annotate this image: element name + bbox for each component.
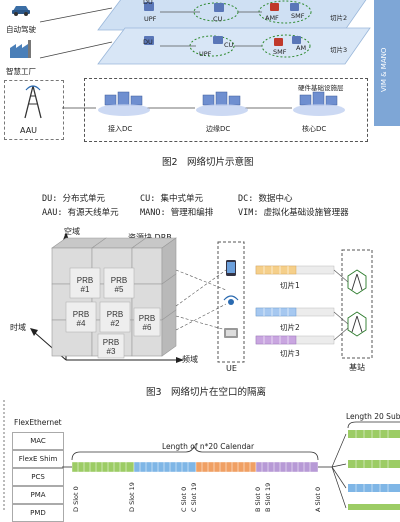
vim-mano-bar bbox=[374, 0, 400, 126]
edge-dc-label: 边缘DC bbox=[206, 125, 231, 133]
aau-label: AAU bbox=[20, 126, 38, 135]
aau-tower-icon bbox=[20, 84, 46, 120]
top-cu-label: CU bbox=[213, 15, 223, 23]
slice-layers bbox=[97, 0, 371, 65]
stack-mac: MAC bbox=[12, 432, 64, 450]
slice3-label-fig3: 切片3 bbox=[280, 349, 300, 358]
ue-label: UE bbox=[226, 364, 237, 373]
slot-c0: C Slot 0 bbox=[180, 486, 188, 512]
slot-b0: B Slot 0 bbox=[254, 486, 262, 512]
top-du-label: DU bbox=[143, 0, 153, 6]
stack-flexe-shim: FlexE Shim bbox=[12, 450, 64, 468]
legend-vim: VIM: 虚拟化基础设施管理器 bbox=[238, 208, 349, 218]
access-dc-label: 接入DC bbox=[108, 125, 133, 133]
prb-cube bbox=[30, 232, 373, 363]
infra-layer-title: 硬件基础设施层 bbox=[298, 84, 344, 92]
aau-frame bbox=[4, 80, 64, 140]
fig2-links bbox=[39, 7, 292, 109]
prb-4-num: #4 bbox=[76, 319, 86, 328]
core-dc-label: 核心DC bbox=[302, 125, 327, 133]
slice2-label: 切片2 bbox=[330, 14, 348, 22]
prb-6-name: PRB bbox=[138, 314, 156, 323]
slot-d19: D Slot 19 bbox=[128, 482, 136, 512]
prb-1: PRB#1 bbox=[70, 276, 100, 294]
base-station-label: 基站 bbox=[349, 363, 365, 372]
prb-6-num: #6 bbox=[142, 323, 152, 332]
prb-2-num: #2 bbox=[110, 319, 120, 328]
subcalendar-label: Length 20 Sub-c bbox=[346, 412, 400, 421]
legend-cu: CU: 集中式单元 bbox=[140, 194, 203, 204]
mid-upf-label: UPF bbox=[199, 50, 212, 58]
prb-1-name: PRB bbox=[76, 276, 94, 285]
slice2-label-fig3: 切片2 bbox=[280, 323, 300, 332]
prb-5-name: PRB bbox=[110, 276, 128, 285]
top-upf-label: UPF bbox=[144, 15, 157, 23]
infra-layer-frame bbox=[84, 78, 368, 142]
slice1-label: 切片1 bbox=[280, 281, 300, 290]
top-smf-label: SMF bbox=[291, 12, 305, 20]
slot-b19: B Slot 19 bbox=[264, 482, 272, 512]
top-amf-label: AMF bbox=[265, 14, 279, 22]
fig2-caption: 图2 网络切片示意图 bbox=[162, 157, 254, 168]
autodrive-icon bbox=[10, 0, 32, 16]
factory-label: 智慧工厂 bbox=[6, 67, 36, 76]
drb-title: 资源块 DRB bbox=[128, 233, 172, 242]
vim-mano-label: VIM & MANO bbox=[380, 47, 388, 92]
prb-3: PRB#3 bbox=[98, 338, 124, 356]
mid-smf-label: SMF bbox=[273, 48, 287, 56]
legend-du: DU: 分布式单元 bbox=[42, 194, 105, 204]
prb-2: PRB#2 bbox=[100, 310, 130, 328]
slot-d0: D Slot 0 bbox=[72, 486, 80, 512]
prb-6: PRB#6 bbox=[134, 314, 160, 332]
prb-4: PRB#4 bbox=[66, 310, 96, 328]
slot-c19: C Slot 19 bbox=[190, 482, 198, 512]
slot-a0: A Slot 0 bbox=[314, 486, 322, 512]
dc-icons bbox=[98, 91, 345, 116]
time-axis-label: 时域 bbox=[10, 323, 26, 332]
prb-3-name: PRB bbox=[102, 338, 120, 347]
stack-pma: PMA bbox=[12, 486, 64, 504]
autodrive-label: 自动驾驶 bbox=[6, 25, 36, 34]
prb-5-num: #5 bbox=[114, 285, 124, 294]
legend-dc: DC: 数据中心 bbox=[238, 194, 293, 204]
prb-3-num: #3 bbox=[106, 347, 116, 356]
stack-pcs: PCS bbox=[12, 468, 64, 486]
calendar-diagram bbox=[3, 400, 400, 510]
legend-aau: AAU: 有源天线单元 bbox=[42, 208, 119, 218]
slice3-label: 切片3 bbox=[330, 46, 348, 54]
prb-1-num: #1 bbox=[80, 285, 90, 294]
calendar-length-label: Length of n*20 Calendar bbox=[162, 442, 255, 451]
factory-icon bbox=[8, 38, 34, 60]
fig3-caption: 图3 网络切片在空口的隔离 bbox=[146, 387, 267, 398]
space-axis-label: 空域 bbox=[64, 227, 80, 236]
freq-axis-label: 频域 bbox=[182, 355, 198, 364]
mid-cu-label: CU bbox=[224, 41, 234, 49]
legend-mano: MANO: 管理和编排 bbox=[140, 208, 214, 218]
prb-5: PRB#5 bbox=[104, 276, 134, 294]
prb-2-name: PRB bbox=[106, 310, 124, 319]
mid-am-label: AM bbox=[296, 44, 307, 52]
mid-du-label: DU bbox=[143, 38, 153, 46]
flexe-title: FlexEthernet bbox=[14, 418, 62, 427]
prb-4-name: PRB bbox=[72, 310, 90, 319]
